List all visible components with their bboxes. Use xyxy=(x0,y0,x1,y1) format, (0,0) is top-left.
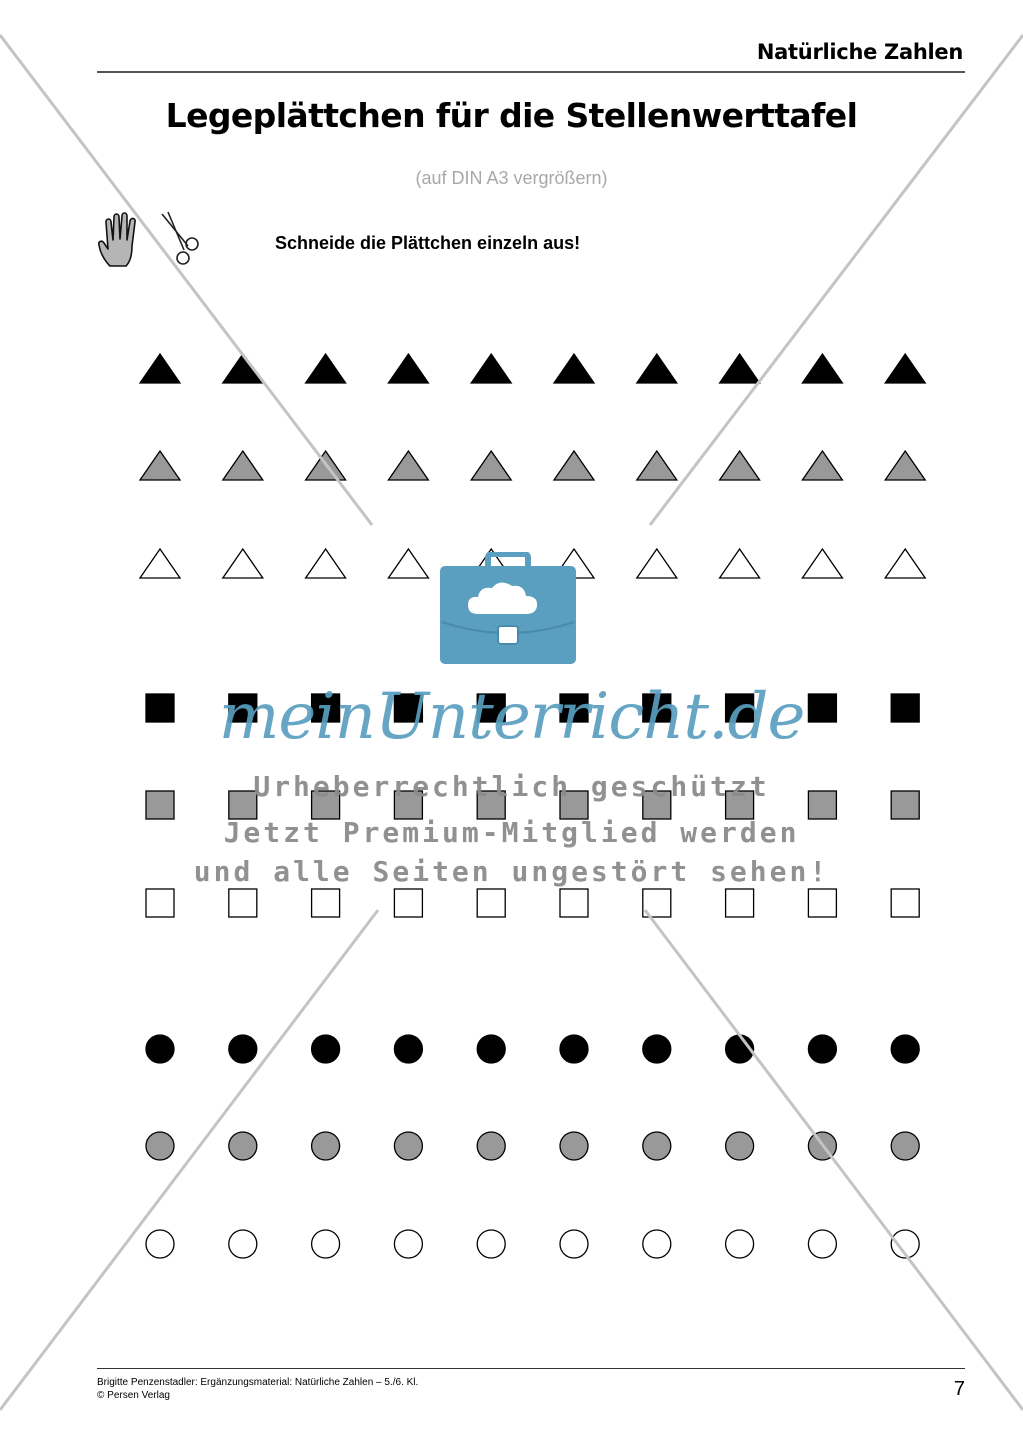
circle-tile xyxy=(310,1034,341,1064)
triangle-tile xyxy=(801,547,844,579)
circle-tile xyxy=(228,1034,258,1064)
triangle-tile xyxy=(552,449,596,481)
triangle-tile xyxy=(883,352,927,384)
triangle-tile xyxy=(718,547,761,579)
triangle-tile xyxy=(304,449,347,481)
square-tile xyxy=(559,790,589,820)
square-tile xyxy=(145,888,175,918)
circle-tile xyxy=(145,1229,175,1259)
header-rule xyxy=(97,71,965,73)
circle-tile xyxy=(393,1034,424,1064)
triangle-tile xyxy=(387,547,430,579)
square-tile xyxy=(559,888,589,918)
footer-rule xyxy=(97,1368,965,1369)
circle-tile xyxy=(145,1131,175,1161)
square-tile xyxy=(890,693,920,723)
triangle-tile xyxy=(387,352,430,384)
triangle-tile xyxy=(552,547,596,579)
triangle-tile xyxy=(387,449,430,481)
circle-tile xyxy=(559,1229,589,1259)
square-tile xyxy=(476,888,506,918)
square-tile xyxy=(724,888,755,918)
square-tile xyxy=(807,693,838,723)
circle-tile xyxy=(642,1131,672,1161)
square-tile xyxy=(807,790,838,820)
circle-tile xyxy=(559,1034,589,1064)
square-tile xyxy=(228,790,258,820)
circle-tile xyxy=(724,1229,755,1259)
triangle-tile xyxy=(635,449,679,481)
square-tile xyxy=(807,888,838,918)
circle-tile xyxy=(724,1034,755,1064)
square-tile xyxy=(642,888,672,918)
circle-tile xyxy=(642,1229,672,1259)
square-tile xyxy=(145,693,175,723)
square-tile xyxy=(642,693,672,723)
square-tile xyxy=(228,888,258,918)
square-tile xyxy=(310,790,341,820)
circle-tile xyxy=(310,1131,341,1161)
circle-tile xyxy=(310,1229,341,1259)
square-tile xyxy=(476,790,506,820)
triangle-tile xyxy=(469,352,513,384)
circle-tile xyxy=(393,1229,424,1259)
circle-tile xyxy=(890,1131,920,1161)
circle-tile xyxy=(724,1131,755,1161)
square-tile xyxy=(724,693,755,723)
triangle-tile xyxy=(718,449,761,481)
circle-tile xyxy=(228,1229,258,1259)
circle-tile xyxy=(642,1034,672,1064)
circle-tile xyxy=(890,1229,920,1259)
triangle-tile xyxy=(883,449,927,481)
circle-tile xyxy=(807,1229,838,1259)
circle-tile xyxy=(890,1034,920,1064)
square-tile xyxy=(476,693,506,723)
circle-tile xyxy=(145,1034,175,1064)
circle-tile xyxy=(393,1131,424,1161)
circle-tile xyxy=(807,1131,838,1161)
triangle-tile xyxy=(221,449,265,481)
triangle-tile xyxy=(552,352,596,384)
square-tile xyxy=(890,790,920,820)
triangle-tile xyxy=(883,547,927,579)
circle-tile xyxy=(559,1131,589,1161)
square-tile xyxy=(228,693,258,723)
triangle-tile xyxy=(138,547,182,579)
triangle-tile xyxy=(635,352,679,384)
square-tile xyxy=(145,790,175,820)
square-tile xyxy=(559,693,589,723)
square-tile xyxy=(642,790,672,820)
triangle-tile xyxy=(469,449,513,481)
square-tile xyxy=(393,693,424,723)
circle-tile xyxy=(476,1131,506,1161)
triangle-tile xyxy=(138,352,182,384)
triangle-tile xyxy=(801,352,844,384)
square-tile xyxy=(724,790,755,820)
circle-tile xyxy=(476,1034,506,1064)
triangle-tile xyxy=(635,547,679,579)
triangle-tile xyxy=(718,352,761,384)
page-subtitle: (auf DIN A3 vergrößern) xyxy=(415,168,608,188)
triangle-tile xyxy=(221,352,265,384)
square-tile xyxy=(310,693,341,723)
circle-tile xyxy=(476,1229,506,1259)
square-tile xyxy=(310,888,341,918)
triangle-tile xyxy=(138,449,182,481)
square-tile xyxy=(890,888,920,918)
triangle-tile xyxy=(469,547,513,579)
circle-tile xyxy=(807,1034,838,1064)
triangle-tile xyxy=(801,449,844,481)
square-tile xyxy=(393,790,424,820)
triangle-tile xyxy=(221,547,265,579)
square-tile xyxy=(393,888,424,918)
triangle-tile xyxy=(304,547,347,579)
triangle-tile xyxy=(304,352,347,384)
circle-tile xyxy=(228,1131,258,1161)
